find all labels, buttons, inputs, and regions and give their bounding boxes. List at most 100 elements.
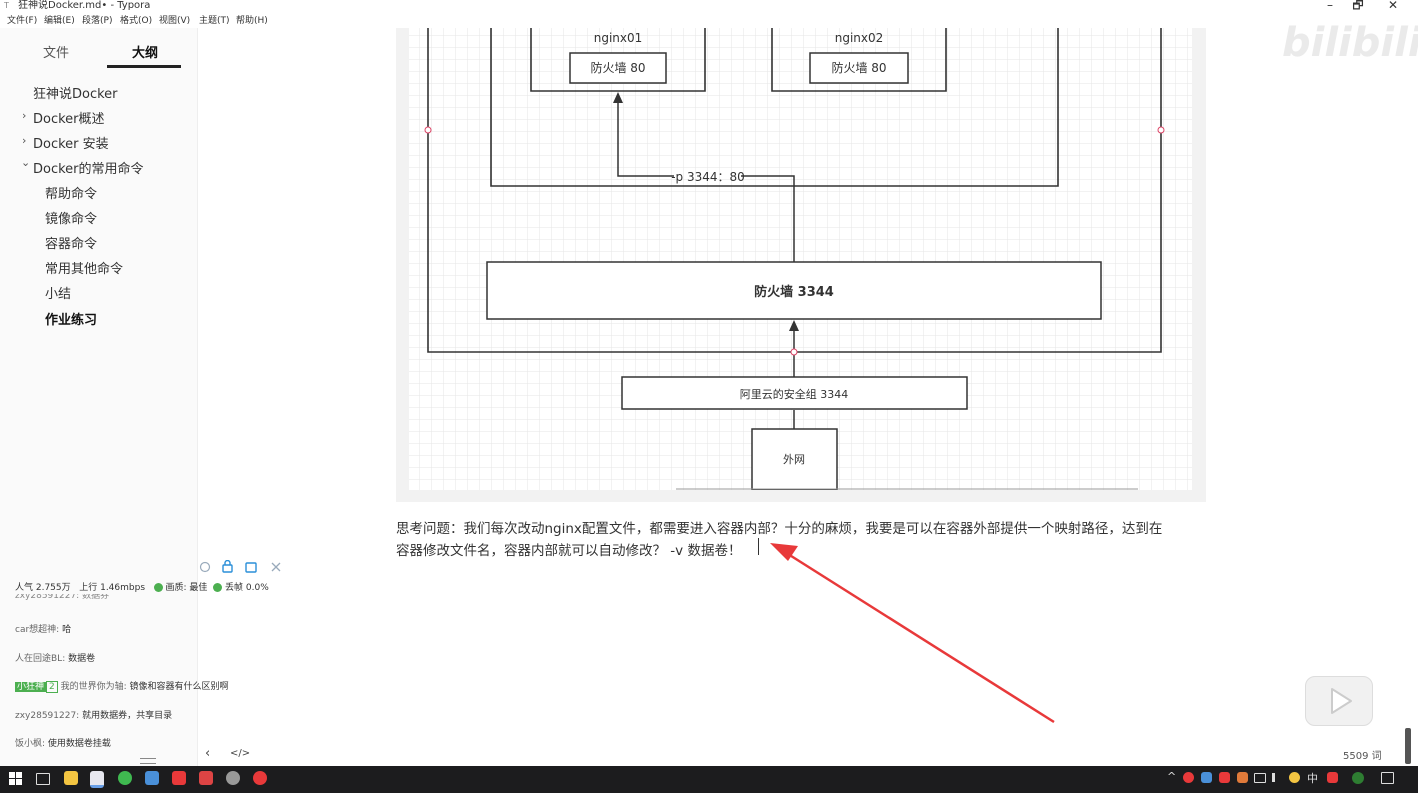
container1-label: nginx01 [594,31,643,45]
chevron-down-icon[interactable]: ⌄ [21,156,31,169]
danmaku-user: car想超神: [15,625,60,635]
security-group-label: 阿里云的安全组 3344 [740,387,849,401]
connection-point [424,126,432,134]
restore-button[interactable]: 🗗 [1352,0,1364,12]
text-cursor [758,538,759,555]
ime-indicator[interactable]: 中 [1307,772,1318,785]
tray-app-icon[interactable] [1201,772,1212,783]
sogou-input-icon[interactable] [1327,772,1338,783]
close-icon[interactable] [271,562,281,572]
settings-icon[interactable] [199,561,211,573]
paragraph-line[interactable]: 容器修改文件名，容器内部就可以自动修改？ -v 数据卷！ [396,543,742,559]
docker-network-box [490,28,1059,187]
danmaku-comment: car想超神: 哈 [15,622,71,635]
menu-view[interactable]: 视图(V) [159,16,191,26]
scrollbar-thumb[interactable] [1405,728,1411,764]
port-mapping-label: -p 3344：80 [671,170,745,184]
chevron-right-icon[interactable]: › [22,109,27,122]
paragraph-line[interactable]: 思考问题：我们每次改动nginx配置文件，都需要进入容器内部？十分的麻烦，我要是… [396,521,1163,537]
danmaku-comment: 饭小枫: 使用数据卷挂载 [15,736,111,749]
danmaku-partial: zxy28591227: 数据券 [15,594,110,601]
outline-item-other[interactable]: 常用其他命令 [45,262,124,277]
connection-point [1157,126,1165,134]
connectors [617,102,795,429]
outline-item-install[interactable]: Docker 安装 [33,137,109,152]
tray-app-icon[interactable] [1183,772,1194,783]
bilibili-watermark: bilibili [1282,20,1418,66]
close-button[interactable]: ✕ [1387,0,1399,12]
danmaku-text: 使用数据卷挂载 [47,739,111,749]
popularity-stat: 人气 2.755万 [15,583,71,593]
menu-theme[interactable]: 主题(T) [199,16,230,26]
menu-format[interactable]: 格式(O) [120,16,153,26]
app-icon[interactable] [199,771,213,785]
lock-icon[interactable] [222,564,233,573]
network-icon[interactable] [1254,773,1266,783]
danmaku-text: 就用数据券，共享目录 [82,711,173,721]
taskbar: ^ 中 [0,766,1418,793]
container1-box [530,28,706,92]
fan-badge: 小狂神 [15,682,47,692]
tray-app-icon[interactable] [1237,772,1248,783]
outline-item-commands[interactable]: Docker的常用命令 [33,162,144,177]
task-view-icon[interactable] [36,773,50,785]
notification-center-icon[interactable] [1381,772,1394,784]
danmaku-user: 我的世界你为轴: [60,682,127,692]
typora-taskbar-icon[interactable] [90,771,104,788]
fan-badge-level: 2 [46,681,58,693]
tray-app-icon[interactable] [1352,772,1364,784]
quality-stat: 画质: 最佳 [165,583,208,593]
play-icon [1331,688,1352,714]
tray-app-icon[interactable] [1219,772,1230,783]
danmaku-comment: 人在回途BL: 数据卷 [15,651,95,664]
menu-edit[interactable]: 编辑(E) [44,16,75,26]
window-title: 狂神说Docker.md• - Typora [18,0,151,11]
chevron-right-icon[interactable]: › [22,134,27,147]
minimize-button[interactable]: – [1327,0,1333,12]
container2-box [771,28,947,92]
play-button[interactable] [1305,676,1373,726]
outline-item-exercise[interactable]: 作业练习 [45,313,98,328]
tray-app-icon[interactable] [1289,772,1300,783]
internet-box [751,428,838,490]
connection-point [790,348,798,356]
title-bar: T 狂神说Docker.md• - Typora – 🗗 ✕ [0,0,1418,13]
outline-item-help[interactable]: 帮助命令 [45,187,98,202]
app-icon[interactable] [253,771,267,785]
file-explorer-icon[interactable] [64,771,78,785]
danmaku-user: 人在回途BL: [15,654,66,664]
live-stats: 人气 2.755万 上行 1.46mbps 画质: 最佳 丢帧 0.0% [15,580,269,593]
arrow-head-icon [789,320,799,331]
source-code-mode-icon[interactable]: </> [230,748,251,759]
menu-file[interactable]: 文件(F) [7,16,38,26]
tray-chevron-up-icon[interactable]: ^ [1167,770,1177,783]
app-icon[interactable] [226,771,240,785]
quality-status-dot [153,583,163,592]
menu-paragraph[interactable]: 段落(P) [82,16,113,26]
outline-item-summary[interactable]: 小结 [45,287,72,302]
sidebar: 文件 大纲 狂神说Docker › Docker概述 › Docker 安装 ⌄… [0,28,250,766]
resize-handle[interactable] [140,758,156,764]
outline-item-images[interactable]: 镜像命令 [45,212,98,227]
word-count[interactable]: 5509 词 [1343,751,1382,762]
tab-files[interactable]: 文件 [43,46,70,61]
netease-music-icon[interactable] [172,771,186,785]
danmaku-comment: zxy28591227: 就用数据券，共享目录 [15,708,172,721]
upload-stat: 上行 1.46mbps [79,583,146,593]
chevron-left-icon[interactable]: ‹ [205,746,211,761]
app-icon[interactable] [145,771,159,785]
active-tab-indicator [107,65,181,68]
diagram-grid [409,28,1192,490]
windows-start-icon[interactable] [9,772,22,785]
live-toolbar-icons [199,559,281,573]
outline-item-overview[interactable]: Docker概述 [33,112,105,127]
popout-icon[interactable] [245,562,257,573]
danmaku-text: 镜像和容器有什么区别啊 [129,682,229,692]
tab-outline[interactable]: 大纲 [132,46,159,61]
volume-icon[interactable] [1272,773,1285,782]
danmaku-text: 哈 [62,625,72,635]
wechat-icon[interactable] [118,771,132,785]
outline-item-containers[interactable]: 容器命令 [45,237,98,252]
outline-item-title[interactable]: 狂神说Docker [33,87,118,102]
menu-help[interactable]: 帮助(H) [236,16,268,26]
